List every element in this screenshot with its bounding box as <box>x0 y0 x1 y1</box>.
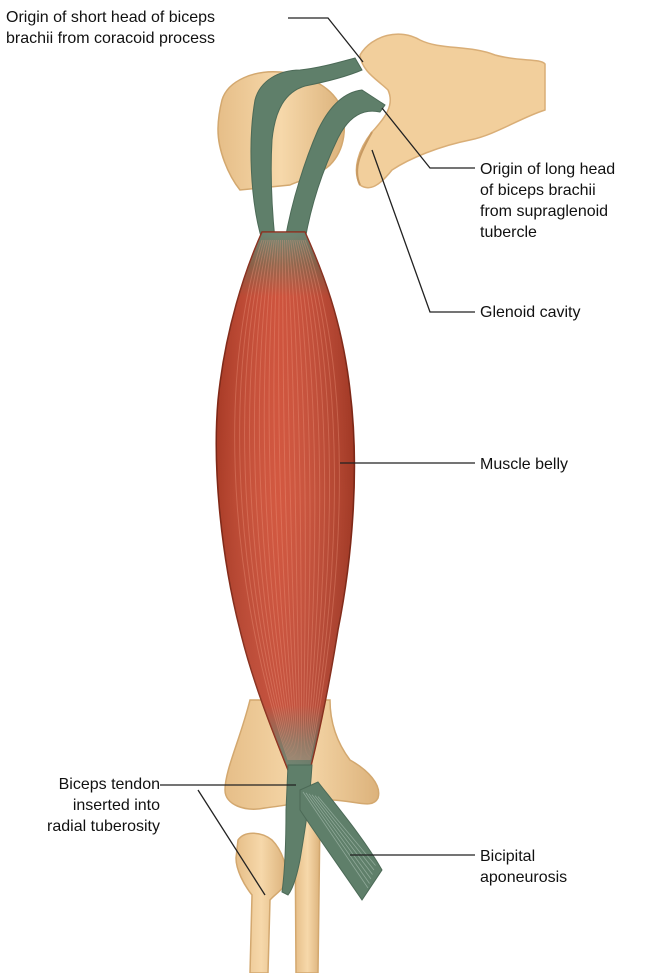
label-bicipital-aponeurosis: Bicipital aponeurosis <box>480 846 567 888</box>
label-glenoid-cavity: Glenoid cavity <box>480 302 581 323</box>
leader-short-head <box>288 18 363 62</box>
label-short-head-origin: Origin of short head of biceps brachii f… <box>6 7 215 49</box>
label-biceps-tendon: Biceps tendon inserted into radial tuber… <box>10 774 160 837</box>
radius-head <box>236 833 286 973</box>
label-long-head-origin: Origin of long head of biceps brachii fr… <box>480 159 615 243</box>
label-muscle-belly: Muscle belly <box>480 454 568 475</box>
